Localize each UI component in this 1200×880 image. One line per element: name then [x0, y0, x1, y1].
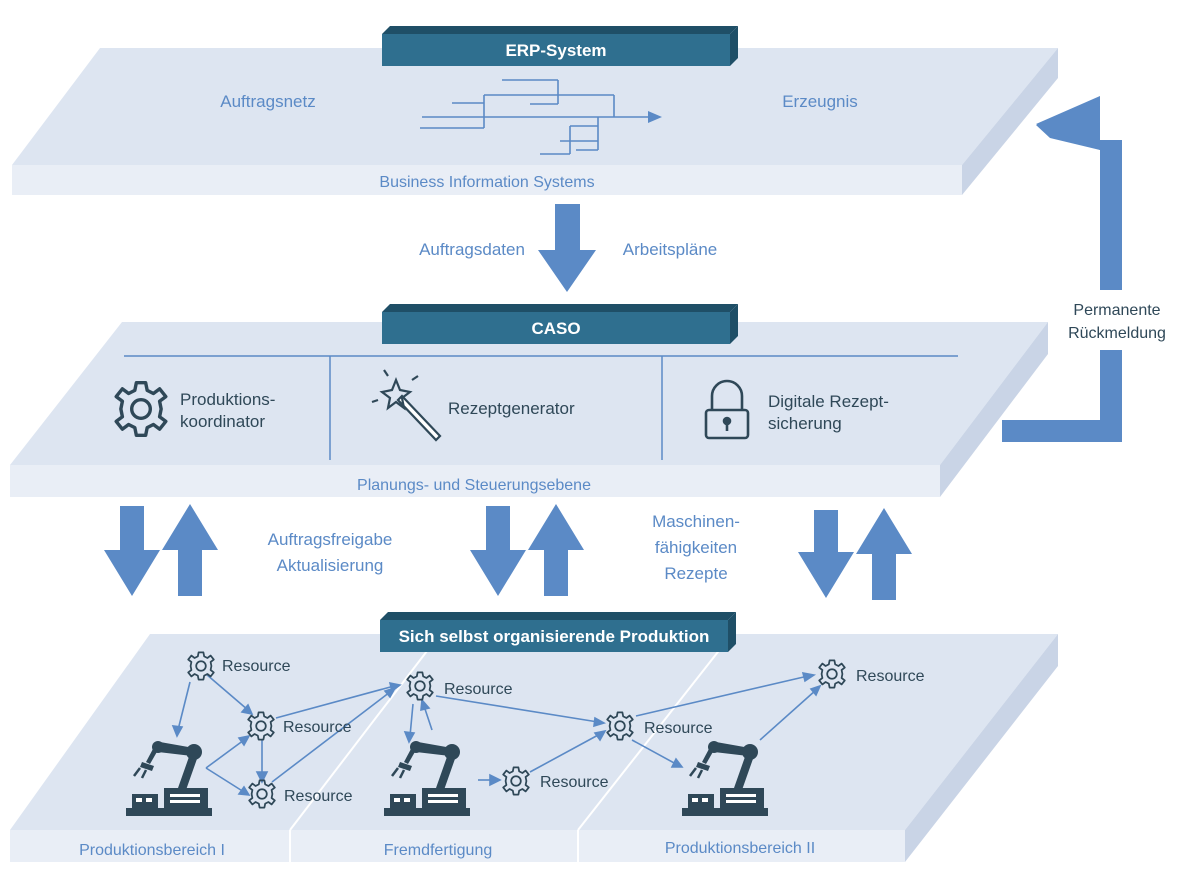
- production-coordinator-line2: koordinator: [180, 412, 265, 431]
- resource-connections: [171, 671, 822, 796]
- erzeugnis-label: Erzeugnis: [782, 92, 858, 111]
- maschinen-label: Maschinen-: [652, 512, 740, 531]
- module-dividers: [124, 355, 958, 460]
- top-plane-side: [962, 48, 1058, 195]
- faehigkeiten-label: fähigkeiten: [655, 538, 737, 557]
- feedback-line1: Permanente: [1073, 302, 1160, 319]
- auftragsfreigabe-label: Auftragsfreigabe: [268, 530, 393, 549]
- area-label-1: Produktionsbereich I: [79, 842, 225, 859]
- auftragsnetz-label: Auftragsnetz: [220, 92, 315, 111]
- digital-recipe-security-line2: sicherung: [768, 414, 842, 433]
- business-information-systems-label: Business Information Systems: [379, 174, 594, 191]
- bottom-plane-front: [10, 830, 905, 862]
- resource-label: Resource: [284, 788, 353, 805]
- resource-nodes: Resource Resource Resource Resource Reso…: [187, 651, 925, 809]
- rezepte-label: Rezepte: [664, 564, 727, 583]
- area-label-3: Produktionsbereich II: [665, 840, 815, 857]
- top-plane-surface: [12, 48, 1058, 165]
- down-arrow-left: [104, 506, 160, 596]
- top-plane-front: [12, 165, 962, 195]
- top-plane: [12, 48, 1058, 195]
- middle-plane: [10, 322, 1048, 497]
- middle-plane-surface: [10, 322, 1048, 465]
- up-arrow-center: [528, 504, 584, 596]
- resource-label: Resource: [444, 681, 513, 698]
- auftragsdaten-label: Auftragsdaten: [419, 240, 525, 259]
- production-coordinator-module: Produktions- koordinator: [114, 380, 275, 438]
- middle-plane-front: [10, 465, 940, 497]
- resource-label: Resource: [283, 719, 352, 736]
- production-banner: Sich selbst organisierende Produktion: [380, 612, 736, 652]
- resource-label: Resource: [540, 774, 609, 791]
- recipe-generator-label: Rezeptgenerator: [448, 399, 575, 418]
- order-network-tree: [420, 79, 662, 155]
- production-coordinator-line1: Produktions-: [180, 390, 275, 409]
- bottom-plane-side: [905, 634, 1058, 862]
- down-arrow-right: [798, 510, 854, 598]
- planning-control-label: Planungs- und Steuerungsebene: [357, 477, 591, 494]
- vertical-flow-arrows: [104, 504, 912, 600]
- aktualisierung-label: Aktualisierung: [277, 556, 384, 575]
- up-arrow-right: [856, 508, 912, 600]
- caso-banner-label: CASO: [531, 319, 580, 338]
- resource-label: Resource: [856, 668, 925, 685]
- magic-wand-icon: [371, 369, 442, 442]
- digital-recipe-security-module: Digitale Rezept- sicherung: [704, 379, 889, 440]
- digital-recipe-security-line1: Digitale Rezept-: [768, 392, 889, 411]
- down-arrow-center: [470, 506, 526, 596]
- down-arrow-erp-to-caso: [538, 204, 596, 292]
- resource-label: Resource: [644, 720, 713, 737]
- arbeitsplaene-label: Arbeitspläne: [623, 240, 718, 259]
- up-arrow-left: [162, 504, 218, 596]
- resource-label: Resource: [222, 658, 291, 675]
- erp-banner-label: ERP-System: [505, 41, 606, 60]
- feedback-arrow: [1002, 96, 1140, 442]
- caso-banner: CASO: [382, 304, 738, 344]
- recipe-generator-module: Rezeptgenerator: [371, 369, 575, 442]
- production-banner-label: Sich selbst organisierende Produktion: [399, 627, 710, 646]
- erp-banner: ERP-System: [382, 26, 738, 66]
- lock-icon: [704, 379, 750, 440]
- feedback-line2: Rückmeldung: [1068, 325, 1166, 342]
- area-label-2: Fremdfertigung: [384, 842, 493, 859]
- middle-plane-side: [940, 322, 1048, 497]
